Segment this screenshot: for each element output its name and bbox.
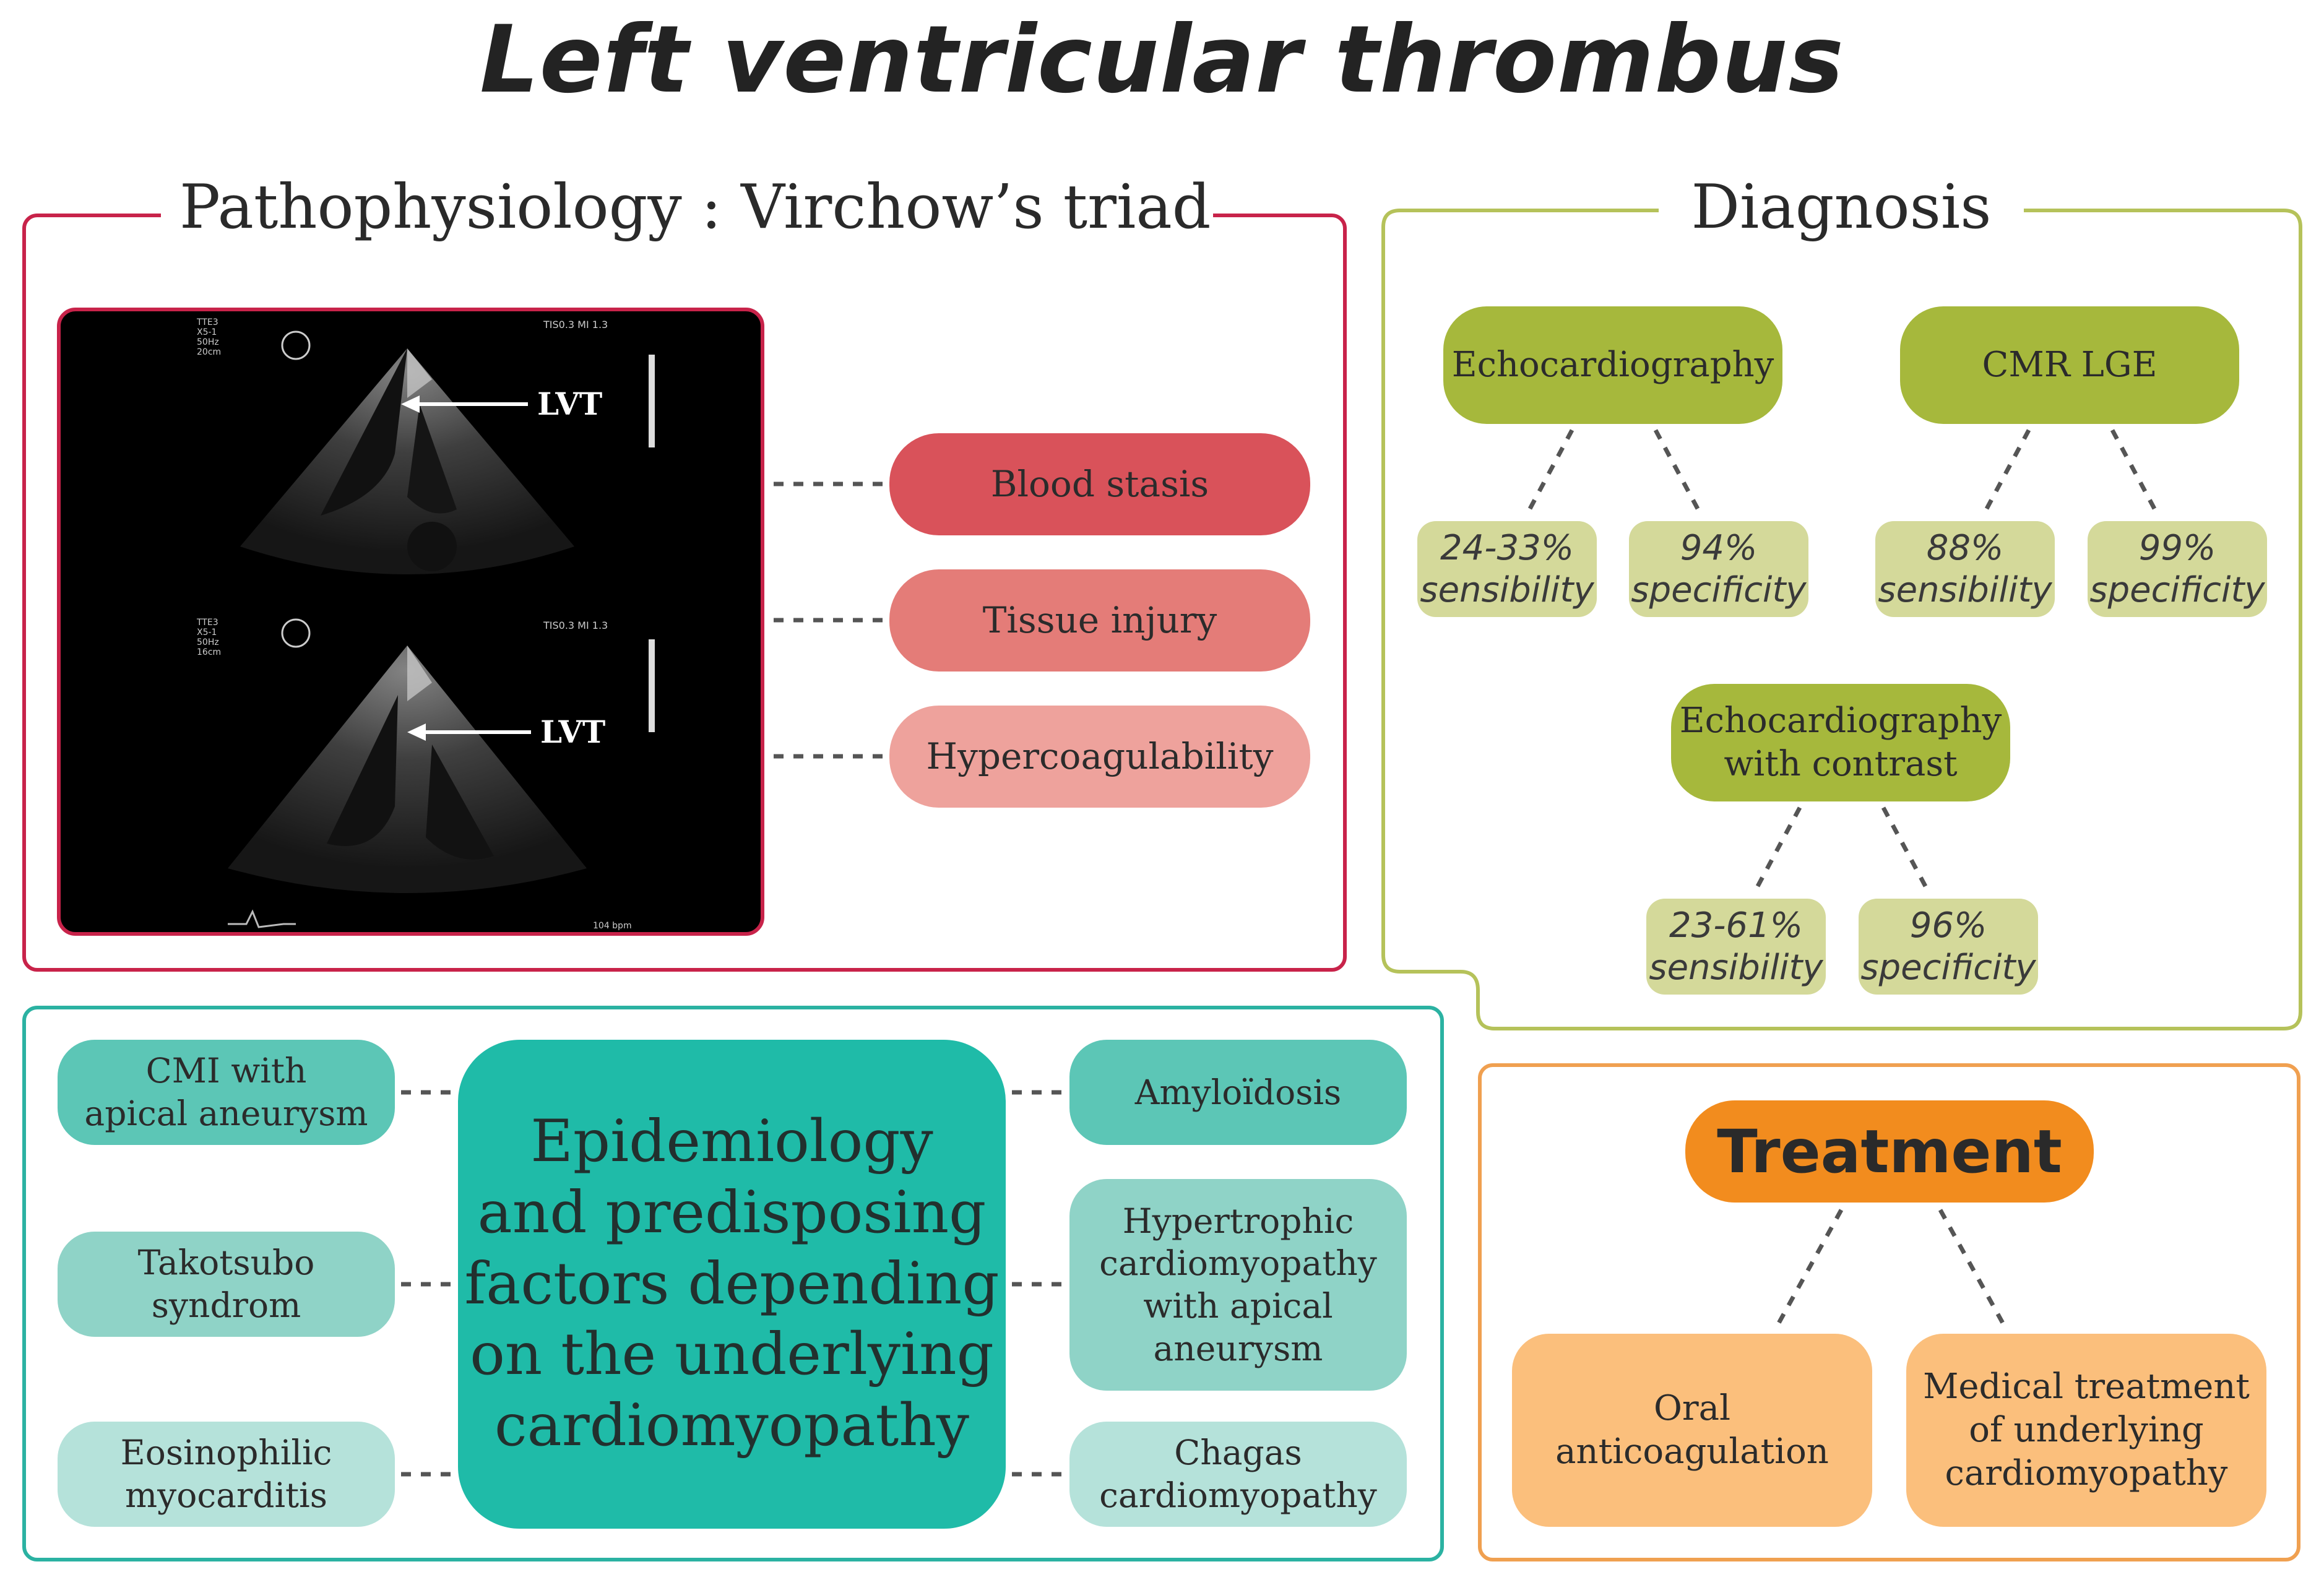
contrast-specificity-label: specificity <box>1860 947 2036 988</box>
medical-treatment: Medical treatment of underlying cardiomy… <box>1906 1334 2266 1527</box>
echo-sensibility: 24-33% sensibility <box>1417 521 1597 617</box>
bottom-scan-info: TTE3 X5-1 50Hz 16cm <box>197 618 222 658</box>
echocardiography-image: LVT LVT TTE3 X5-1 50Hz 20cm TIS0.3 MI 1.… <box>57 308 764 936</box>
cmr-sensibility-label: sensibility <box>1878 569 2052 610</box>
chagas-line1: Chagas <box>1174 1433 1302 1473</box>
cmr-sensibility-value: 88% <box>1926 528 2004 569</box>
hcm-line4: aneurysm <box>1153 1328 1323 1368</box>
takotsubo-line1: Takotsubo <box>137 1243 315 1283</box>
epi-center-line3: factors depending <box>464 1250 1000 1318</box>
epidemiology-center: Epidemiology and predisposing factors de… <box>458 1040 1006 1529</box>
oral-line2: anticoagulation <box>1555 1432 1829 1472</box>
top-ultrasound-sector <box>240 348 574 574</box>
epi-center-line4: on the underlying <box>470 1321 994 1389</box>
cmi-apical-aneurysm: CMI with apical aneurysm <box>58 1040 395 1145</box>
epi-center-line5: cardiomyopathy <box>495 1392 969 1459</box>
echo-contrast-line2: with contrast <box>1724 744 1958 784</box>
epi-center-line2: and predisposing <box>477 1178 987 1246</box>
hypercoagulability-factor: Hypercoagulability <box>889 706 1310 808</box>
tissue-injury-factor: Tissue injury <box>889 569 1310 672</box>
amyloidosis: Amyloïdosis <box>1069 1040 1407 1145</box>
cmr-lge-method: CMR LGE <box>1900 306 2239 424</box>
echo-sensibility-label: sensibility <box>1420 569 1594 610</box>
heart-rate: 104 bpm <box>593 921 632 931</box>
cmi-line2: apical aneurysm <box>84 1094 368 1133</box>
cmr-sensibility: 88% sensibility <box>1875 521 2055 617</box>
medical-line2: of underlying <box>1969 1410 2204 1450</box>
oral-line1: Oral <box>1654 1388 1730 1428</box>
top-scan-info: TTE3 X5-1 50Hz 20cm <box>197 317 222 358</box>
hcm-line2: cardiomyopathy <box>1099 1243 1377 1284</box>
cmr-specificity-value: 99% <box>2138 528 2216 569</box>
contrast-specificity-value: 96% <box>1909 905 1987 946</box>
blood-stasis-factor: Blood stasis <box>889 433 1310 535</box>
page-title: Left ventricular thrombus <box>480 6 1844 114</box>
hcm-line3: with apical <box>1143 1286 1333 1326</box>
eosinophilic-myocarditis: Eosinophilic myocarditis <box>58 1422 395 1527</box>
takotsubo-line2: syndrom <box>151 1285 301 1325</box>
bottom-ultrasound-sector <box>228 646 587 893</box>
medical-line3: cardiomyopathy <box>1945 1453 2228 1493</box>
top-lvt-label: LVT <box>537 386 603 422</box>
eosinophilic-line2: myocarditis <box>125 1475 327 1515</box>
contrast-sensibility-value: 23-61% <box>1669 905 1803 946</box>
treatment-panel <box>1478 1063 2300 1561</box>
medical-line1: Medical treatment <box>1923 1367 2250 1407</box>
bottom-depth-scale <box>649 639 655 732</box>
top-depth-scale <box>649 355 655 447</box>
treatment-heading: Treatment <box>1685 1100 2094 1203</box>
ecg-trace <box>228 909 296 928</box>
cmr-specificity: 99% specificity <box>2088 521 2267 617</box>
hcm-line1: Hypertrophic <box>1122 1201 1354 1241</box>
echo-contrast-line1: Echocardiography <box>1679 701 2002 741</box>
echo-contrast-method: Echocardiography with contrast <box>1671 684 2010 801</box>
echocardiography-method: Echocardiography <box>1443 306 1782 424</box>
top-tis-info: TIS0.3 MI 1.3 <box>543 319 608 330</box>
epi-center-line1: Epidemiology <box>530 1108 933 1176</box>
contrast-specificity: 96% specificity <box>1859 899 2038 995</box>
chagas-line2: cardiomyopathy <box>1099 1475 1377 1515</box>
diagnosis-heading: Diagnosis <box>1659 167 2024 248</box>
echo-specificity: 94% specificity <box>1629 521 1808 617</box>
cmr-specificity-label: specificity <box>2089 569 2265 610</box>
echo-specificity-label: specificity <box>1631 569 1807 610</box>
pathophysiology-heading: Pathophysiology : Virchow’s triad <box>161 167 1213 248</box>
echo-sensibility-value: 24-33% <box>1440 528 1574 569</box>
oral-anticoagulation: Oral anticoagulation <box>1512 1334 1872 1527</box>
bottom-tis-info: TIS0.3 MI 1.3 <box>543 620 608 631</box>
hypertrophic-cardiomyopathy: Hypertrophic cardiomyopathy with apical … <box>1069 1179 1407 1391</box>
chagas-cardiomyopathy: Chagas cardiomyopathy <box>1069 1422 1407 1527</box>
epidemiology-panel <box>22 1006 1444 1561</box>
eosinophilic-line1: Eosinophilic <box>120 1433 332 1473</box>
takotsubo-syndrom: Takotsubo syndrom <box>58 1232 395 1337</box>
bottom-lvt-label: LVT <box>540 714 606 750</box>
contrast-sensibility-label: sensibility <box>1649 947 1823 988</box>
cmi-line1: CMI with <box>145 1051 307 1091</box>
contrast-sensibility: 23-61% sensibility <box>1646 899 1826 995</box>
echo-specificity-value: 94% <box>1680 528 1758 569</box>
